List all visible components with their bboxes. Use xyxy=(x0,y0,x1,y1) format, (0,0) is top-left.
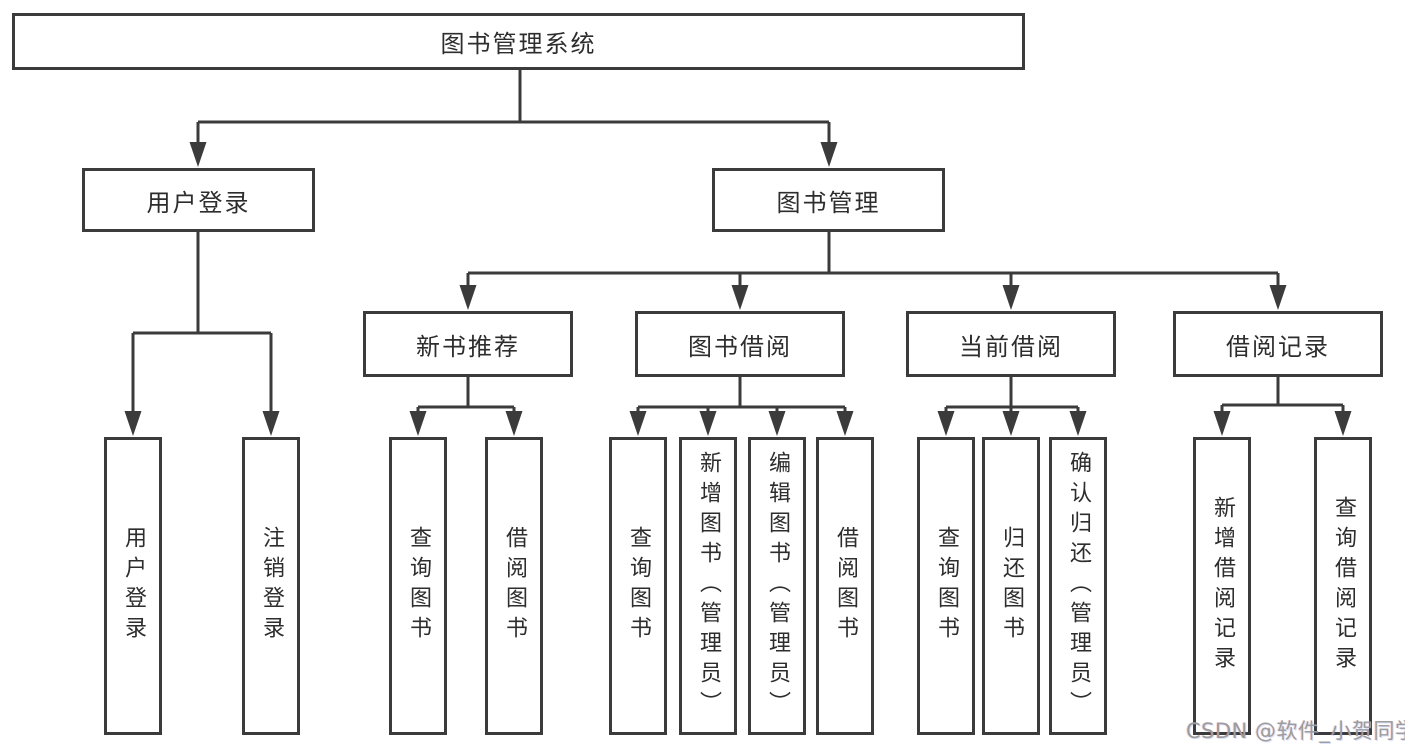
node-box-leaf-query-books-recommend: 查询图书 xyxy=(389,437,447,735)
arrow-down-icon xyxy=(124,411,142,436)
arrow-down-icon xyxy=(1269,285,1287,310)
node-box-root: 图书管理系统 xyxy=(12,13,1025,70)
node-label: 查询图书 xyxy=(934,526,959,646)
node-box-leaf-logout: 注销登录 xyxy=(242,437,300,735)
node-label: 借阅图书 xyxy=(502,526,527,646)
node-box-leaf-query-books-current: 查询图书 xyxy=(917,437,975,735)
arrow-down-icon xyxy=(459,285,477,310)
node-box-book-borrowing: 图书借阅 xyxy=(635,311,845,377)
node-box-book-management: 图书管理 xyxy=(712,168,945,232)
node-label: 图书管理 xyxy=(776,188,881,217)
node-label: 归还图书 xyxy=(999,526,1024,646)
node-label: 新增图书（管理员） xyxy=(696,451,721,721)
node-label: 确认归还（管理员） xyxy=(1066,451,1091,721)
node-label: 新书推荐 xyxy=(416,332,520,361)
arrow-down-icon xyxy=(409,411,427,436)
connector-user-login xyxy=(131,232,273,415)
arrow-down-icon xyxy=(1334,411,1352,436)
node-label: 查询图书 xyxy=(406,526,431,646)
node-box-leaf-edit-book-admin: 编辑图书（管理员） xyxy=(748,437,806,735)
node-box-new-book-recommend: 新书推荐 xyxy=(363,311,573,377)
node-label: 查询图书 xyxy=(626,526,651,646)
node-box-leaf-query-books-borrowing: 查询图书 xyxy=(609,437,667,735)
arrowheads xyxy=(124,142,1352,436)
connector-borrow-records xyxy=(1220,377,1345,415)
connector-book-borrowing xyxy=(636,377,847,415)
node-box-leaf-borrow-books-recommend: 借阅图书 xyxy=(485,437,543,735)
arrow-down-icon xyxy=(1002,411,1020,436)
arrow-down-icon xyxy=(1213,411,1231,436)
node-label: 注销登录 xyxy=(259,526,284,646)
node-label: 编辑图书（管理员） xyxy=(765,451,790,721)
arrow-down-icon xyxy=(1069,411,1087,436)
connector-root xyxy=(196,70,831,146)
node-label: 图书管理系统 xyxy=(440,30,597,58)
node-box-leaf-query-borrow-record: 查询借阅记录 xyxy=(1314,437,1372,735)
node-box-leaf-add-book-admin: 新增图书（管理员） xyxy=(679,437,737,735)
arrow-down-icon xyxy=(699,411,717,436)
arrow-down-icon xyxy=(505,411,523,436)
node-box-borrow-records: 借阅记录 xyxy=(1173,311,1383,377)
node-box-leaf-user-login: 用户登录 xyxy=(104,437,162,735)
arrow-down-icon xyxy=(629,411,647,436)
arrow-down-icon xyxy=(820,142,838,167)
arrow-down-icon xyxy=(262,411,280,436)
connector-book-management xyxy=(466,232,1280,289)
arrow-down-icon xyxy=(836,411,854,436)
node-box-leaf-confirm-return-admin: 确认归还（管理员） xyxy=(1049,437,1107,735)
node-box-leaf-add-borrow-record: 新增借阅记录 xyxy=(1193,437,1251,735)
node-label: 图书借阅 xyxy=(688,332,792,361)
node-label: 新增借阅记录 xyxy=(1210,496,1235,676)
node-label: 借阅图书 xyxy=(833,526,858,646)
connector-current-borrowing xyxy=(944,377,1080,415)
node-label: 借阅记录 xyxy=(1226,332,1330,361)
csdn-watermark: CSDN @软件_小贺同学 xyxy=(1186,719,1405,743)
node-label: 查询借阅记录 xyxy=(1331,496,1356,676)
arrow-down-icon xyxy=(768,411,786,436)
arrow-down-icon xyxy=(937,411,955,436)
arrow-down-icon xyxy=(731,285,749,310)
node-label: 当前借阅 xyxy=(959,332,1063,361)
node-box-leaf-borrow-books: 借阅图书 xyxy=(816,437,874,735)
node-box-user-login: 用户登录 xyxy=(82,168,315,232)
node-label: 用户登录 xyxy=(121,526,146,646)
node-box-current-borrowing: 当前借阅 xyxy=(906,311,1116,377)
node-label: 用户登录 xyxy=(146,188,251,217)
node-box-leaf-return-book: 归还图书 xyxy=(982,437,1040,735)
arrow-down-icon xyxy=(189,142,207,167)
connector-new-book-recommend xyxy=(416,377,516,415)
arrow-down-icon xyxy=(1002,285,1020,310)
